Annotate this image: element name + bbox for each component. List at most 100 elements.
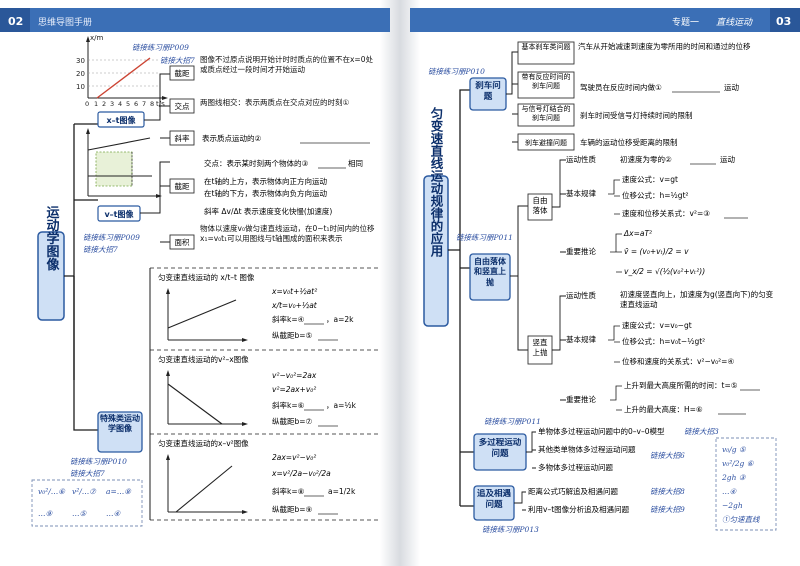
left-answer: …④ — [106, 509, 122, 518]
brake-item-3-value: 刹车时间受信号灯持续时间的限制 — [580, 110, 693, 120]
xt-tick-x: 0 — [85, 100, 89, 108]
up-important-1: 上升到最大高度所需的时间：t=⑤ — [624, 380, 738, 390]
vt-intersect-text: 交点：表示某时刻两个物体的③ — [204, 158, 308, 168]
brake-label: 刹车问题 — [475, 81, 501, 103]
right-root-node[interactable]: 匀变速直线运动规律的应用 — [423, 106, 449, 327]
ff-nature-value: 初速度为零的② — [620, 154, 672, 164]
vt-area-label: 面积 — [175, 237, 190, 247]
xt-tick-x: 3 — [110, 100, 114, 108]
g1-eq1: x=v₀t+½at² — [271, 287, 317, 296]
brake-node[interactable]: 刹车问题 — [469, 77, 507, 111]
g2-slope-end: ，a=½k — [326, 401, 357, 410]
multistage-item-3: 多物体多过程运动问题 — [538, 462, 613, 472]
xt-tick-x: 6 — [134, 100, 138, 108]
ff-important-1: Δx=aT² — [623, 229, 652, 238]
left-answer: v²/…⑦ — [72, 487, 97, 496]
xt-tick-x: 7 — [142, 100, 146, 108]
vt-intersect-end: 相同 — [348, 158, 363, 168]
multistage-label: 多过程运动问题 — [478, 438, 522, 460]
right-answer: 2gh ③ — [721, 473, 747, 482]
chapter-topic: 直线运动 — [716, 17, 753, 28]
g3-title: 匀变速直线运动的x–v²图像 — [158, 438, 249, 448]
xt-tick-y-20: 20 — [76, 70, 85, 78]
up-important-key: 重要推论 — [566, 394, 596, 404]
ff-important-2: v̄ = (v₀+vₜ)/2 = v — [624, 247, 689, 256]
brake-item-2-key: 带有反应时间的刹车问题 — [521, 73, 571, 91]
right-page-number: 03 — [776, 15, 791, 28]
brake-item-3-key: 与信号灯结合的刹车问题 — [521, 105, 571, 123]
vt-slope-text: 斜率 Δv/Δt 表示速度变化快慢(加速度) — [204, 206, 332, 216]
xt-tick-x: 4 — [118, 100, 122, 108]
multistage-note-1: 链接练习册P011 — [484, 417, 541, 426]
chase-node[interactable]: 追及相遇问题 — [473, 485, 515, 521]
freefall-node[interactable]: 自由落体和竖直上抛 — [469, 253, 511, 301]
chase-item-1: 距离公式巧解追及相遇问题 — [528, 486, 618, 496]
brake-item-2: 带有反应时间的刹车问题 驾驶员在反应时间内做① 运动 — [517, 71, 739, 99]
left-answer: a=…⑧ — [106, 487, 132, 496]
g2-intercept: 纵截距b=⑦ — [272, 416, 313, 426]
g2-slope: 斜率k=⑥ — [272, 400, 305, 410]
chase-note-3: 链接练习册P013 — [482, 525, 539, 534]
brake-item-3: 与信号灯结合的刹车问题 刹车时间受信号灯持续时间的限制 — [517, 103, 693, 127]
ff-node[interactable]: 自由落体 — [527, 193, 553, 221]
g2-eq1: v²−v₀²=2ax — [272, 371, 317, 380]
right-answer: −2gh — [722, 501, 743, 510]
left-page-number: 02 — [8, 15, 23, 28]
g3-eq2: x=v²/2a−v₀²/2a — [271, 469, 331, 478]
chase-note-2: 链接大招9 — [650, 505, 685, 514]
vt-area-text: 物体以速度v₀做匀速直线运动，在0~t₁时间内的位移x₁=v₀t₁可以用图线与t… — [200, 224, 375, 244]
multistage-note-3: 链接大招6 — [650, 451, 685, 460]
g1-plot — [166, 288, 248, 342]
xt-slope-branch: 斜率 表示质点运动的② — [169, 130, 370, 146]
special-label: 特殊类运动学图像 — [100, 414, 140, 433]
xt-axis-y-label: x/m — [90, 34, 104, 42]
brake-item-1: 基本刹车类问题 汽车从开始减速到速度为零所用的时间和通过的位移 — [517, 41, 751, 65]
ff-important-key: 重要推论 — [566, 246, 596, 256]
left-answer: …⑤ — [72, 509, 88, 518]
brake-item-4: 刹车避撞问题 车辆的运动位移受距离的限制 — [517, 133, 678, 151]
brake-item-1-key: 基本刹车类问题 — [521, 43, 571, 51]
vt-intercept-text-2: 在t轴的下方，表示物体向负方向运动 — [204, 188, 327, 198]
g2-eq2: v²=2ax+v₀² — [272, 385, 316, 394]
up-nature-key: 运动性质 — [566, 290, 596, 300]
chase-label: 追及相遇问题 — [476, 489, 511, 511]
up-node[interactable]: 竖直上抛 — [527, 335, 553, 365]
xt-tick-x: 1 — [94, 100, 98, 108]
xt-note-1: 链接练习册P009 — [132, 43, 189, 52]
right-answer: …④ — [722, 487, 738, 496]
g3-plot — [166, 454, 248, 514]
ff-important-3: v_x/2 = √(½(v₀²+vₜ²)) — [624, 267, 705, 276]
xt-slope-text: 表示质点运动的② — [202, 133, 261, 143]
left-answer: …⑨ — [38, 509, 54, 518]
xt-intersect-branch: 交点 两图线相交：表示两质点在交点对应的时刻① — [169, 98, 349, 114]
vt-intercept-branch: 截距 在t轴的上方，表示物体向正方向运动 在t轴的下方，表示物体向负方向运动 — [169, 176, 327, 198]
freefall-note: 链接练习册P011 — [456, 233, 513, 242]
g3-intercept: 纵截距b=⑨ — [272, 504, 313, 514]
special-node[interactable]: 特殊类运动学图像 — [97, 411, 143, 453]
left-root-label: 运动学图像 — [44, 206, 60, 272]
right-root-label: 匀变速直线运动规律的应用 — [429, 106, 444, 258]
xt-intercept-branch: 截距 图像不过原点说明开始计时时质点的位置不在x=0处或质点经过一段时间才开始运… — [169, 55, 373, 81]
g3-slope-end: a=1/2k — [328, 487, 356, 496]
xt-tick-x: 2 — [102, 100, 106, 108]
xt-intersect-label: 交点 — [175, 101, 190, 111]
multistage-item-1: 单物体多过程运动问题中的0–v–0模型 — [538, 426, 665, 436]
right-answer: ①匀速直线 — [722, 515, 761, 524]
vt-caption-node[interactable]: v–t图像 — [97, 205, 141, 222]
multistage-node[interactable]: 多过程运动问题 — [473, 433, 527, 471]
up-basic-1: 速度公式：v=v₀−gt — [622, 320, 692, 330]
right-answer: v₀/g ⑤ — [722, 445, 747, 454]
ff-basic-key: 基本规律 — [566, 188, 596, 198]
xt-tick-y-30: 30 — [76, 57, 85, 65]
up-basic-3: 位移和速度的关系式：v²−v₀²=④ — [622, 356, 734, 366]
brake-item-2-value: 驾驶员在反应时间内做① — [580, 82, 662, 92]
xt-caption-node[interactable]: x–t图像 — [97, 111, 145, 128]
right-answer-box: v₀/g ⑤ v₀²/2g ⑥ 2gh ③ …④ −2gh ①匀速直线 — [715, 437, 777, 531]
left-root-node[interactable]: 运动学图像 — [37, 206, 65, 321]
xt-intercept-label: 截距 — [175, 68, 190, 78]
chapter-label: 专题一 — [672, 16, 699, 28]
chase-note-1: 链接大招8 — [650, 487, 685, 496]
xt-note-2: 链接大招7 — [160, 56, 195, 65]
g1-slope: 斜率k=④ — [272, 314, 305, 324]
